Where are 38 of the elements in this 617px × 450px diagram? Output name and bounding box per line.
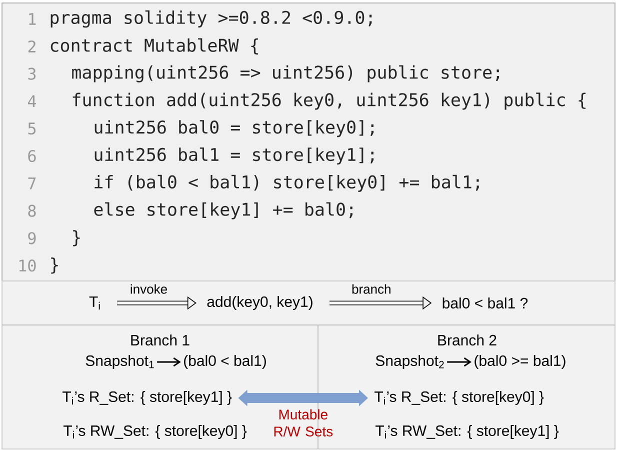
condition-text: (bal0 < bal1) [184, 355, 266, 369]
code-line: else store[key1] += bal0; [94, 202, 352, 220]
edge-label: Mutable R/W Sets [274, 409, 333, 436]
rw-set-text: T$_{i}$’s RW_Set: { store[key1] } [376, 425, 559, 439]
function-call: add(key0, key1) [207, 296, 312, 310]
edge-label: invoke [130, 284, 167, 294]
rw-set-text: T$_{i}$’s RW_Set: { store[key0] } [64, 425, 247, 439]
code-line: function add(uint256 key0, uint256 key1) public { [72, 92, 586, 110]
line-number: 8 [28, 204, 36, 217]
code-line: } [73, 230, 80, 246]
line-number: 9 [28, 232, 36, 244]
arrow [447, 357, 472, 367]
line-number: 7 [28, 178, 36, 190]
line-number: 4 [28, 95, 36, 108]
code-line: mapping(uint256 => uint256) public store; [72, 65, 500, 82]
line-number: 6 [28, 150, 36, 162]
code-line: } [51, 258, 58, 274]
line-number: 2 [28, 40, 36, 52]
condition-text: (bal0 >= bal1) [474, 355, 566, 369]
edge-label: branch [352, 284, 390, 294]
snapshot-label: Snapshot$_{1}$ [86, 355, 154, 369]
line-number: 1 [29, 13, 36, 25]
branch-heading: Branch 2 [438, 334, 496, 346]
r-set-text: T$_{i}$’s R_Set: { store[key1] } [62, 391, 232, 405]
code-line: uint256 bal0 = store[key0]; [94, 120, 374, 138]
code-line: uint256 bal1 = store[key1]; [94, 147, 374, 164]
arrow [157, 357, 181, 367]
branch-heading: Branch 1 [131, 334, 190, 346]
condition-text: bal0 < bal1 ? [442, 298, 528, 308]
code-line: if (bal0 < bal1) store[key0] += bal1; [94, 174, 479, 192]
r-set-text: T$_{i}$’s R_Set: { store[key0] } [374, 391, 544, 405]
code-line: pragma solidity >=0.8.2 <0.9.0; [50, 10, 372, 28]
transaction-label: T$_{i}$ [89, 296, 100, 310]
snapshot-label: Snapshot$_{2}$ [376, 355, 444, 369]
line-number: 5 [28, 122, 36, 135]
line-number: 3 [28, 68, 36, 80]
code-line: contract MutableRW { [50, 38, 258, 55]
line-number: 10 [19, 260, 36, 272]
